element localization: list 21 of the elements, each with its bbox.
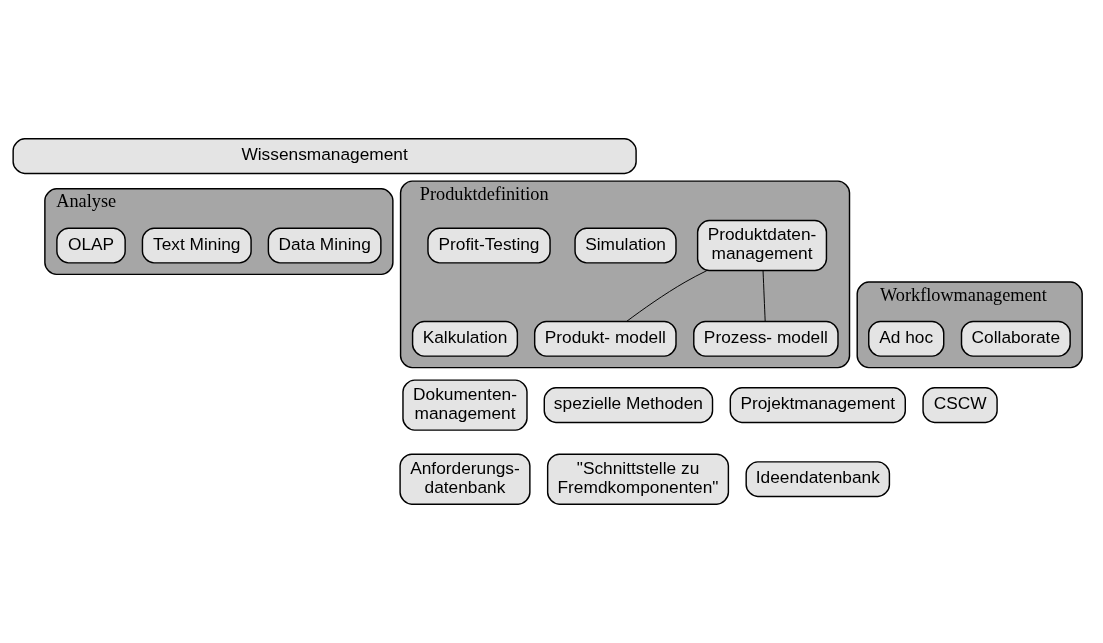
node-box: Anforderungs- datenbank bbox=[399, 453, 531, 505]
node-box: Produktdaten- management bbox=[696, 219, 828, 272]
node-box: Projektmanagement bbox=[729, 387, 906, 424]
connector bbox=[762, 270, 766, 322]
node-box: "Schnittstelle zu Fremdkomponenten" bbox=[546, 453, 730, 505]
node-box: Simulation bbox=[574, 227, 677, 264]
node-box: Data Mining bbox=[267, 227, 382, 264]
node-box: spezielle Methoden bbox=[543, 387, 714, 424]
node-box: Ideendatenbank bbox=[745, 461, 891, 498]
node-box: Dokumenten- management bbox=[402, 379, 528, 431]
node-box: Wissensmanagement bbox=[12, 138, 637, 175]
node-box: CSCW bbox=[922, 387, 998, 424]
node-box: Prozess- modell bbox=[693, 320, 839, 357]
node-box: Produkt- modell bbox=[533, 320, 677, 357]
node-box: OLAP bbox=[56, 227, 126, 264]
connector bbox=[626, 270, 708, 322]
node-box: Profit-Testing bbox=[427, 227, 551, 264]
node-box: Text Mining bbox=[141, 227, 252, 264]
node-box: Kalkulation bbox=[411, 320, 519, 357]
node-box: Collaborate bbox=[960, 320, 1071, 357]
node-box: Ad hoc bbox=[868, 320, 945, 357]
